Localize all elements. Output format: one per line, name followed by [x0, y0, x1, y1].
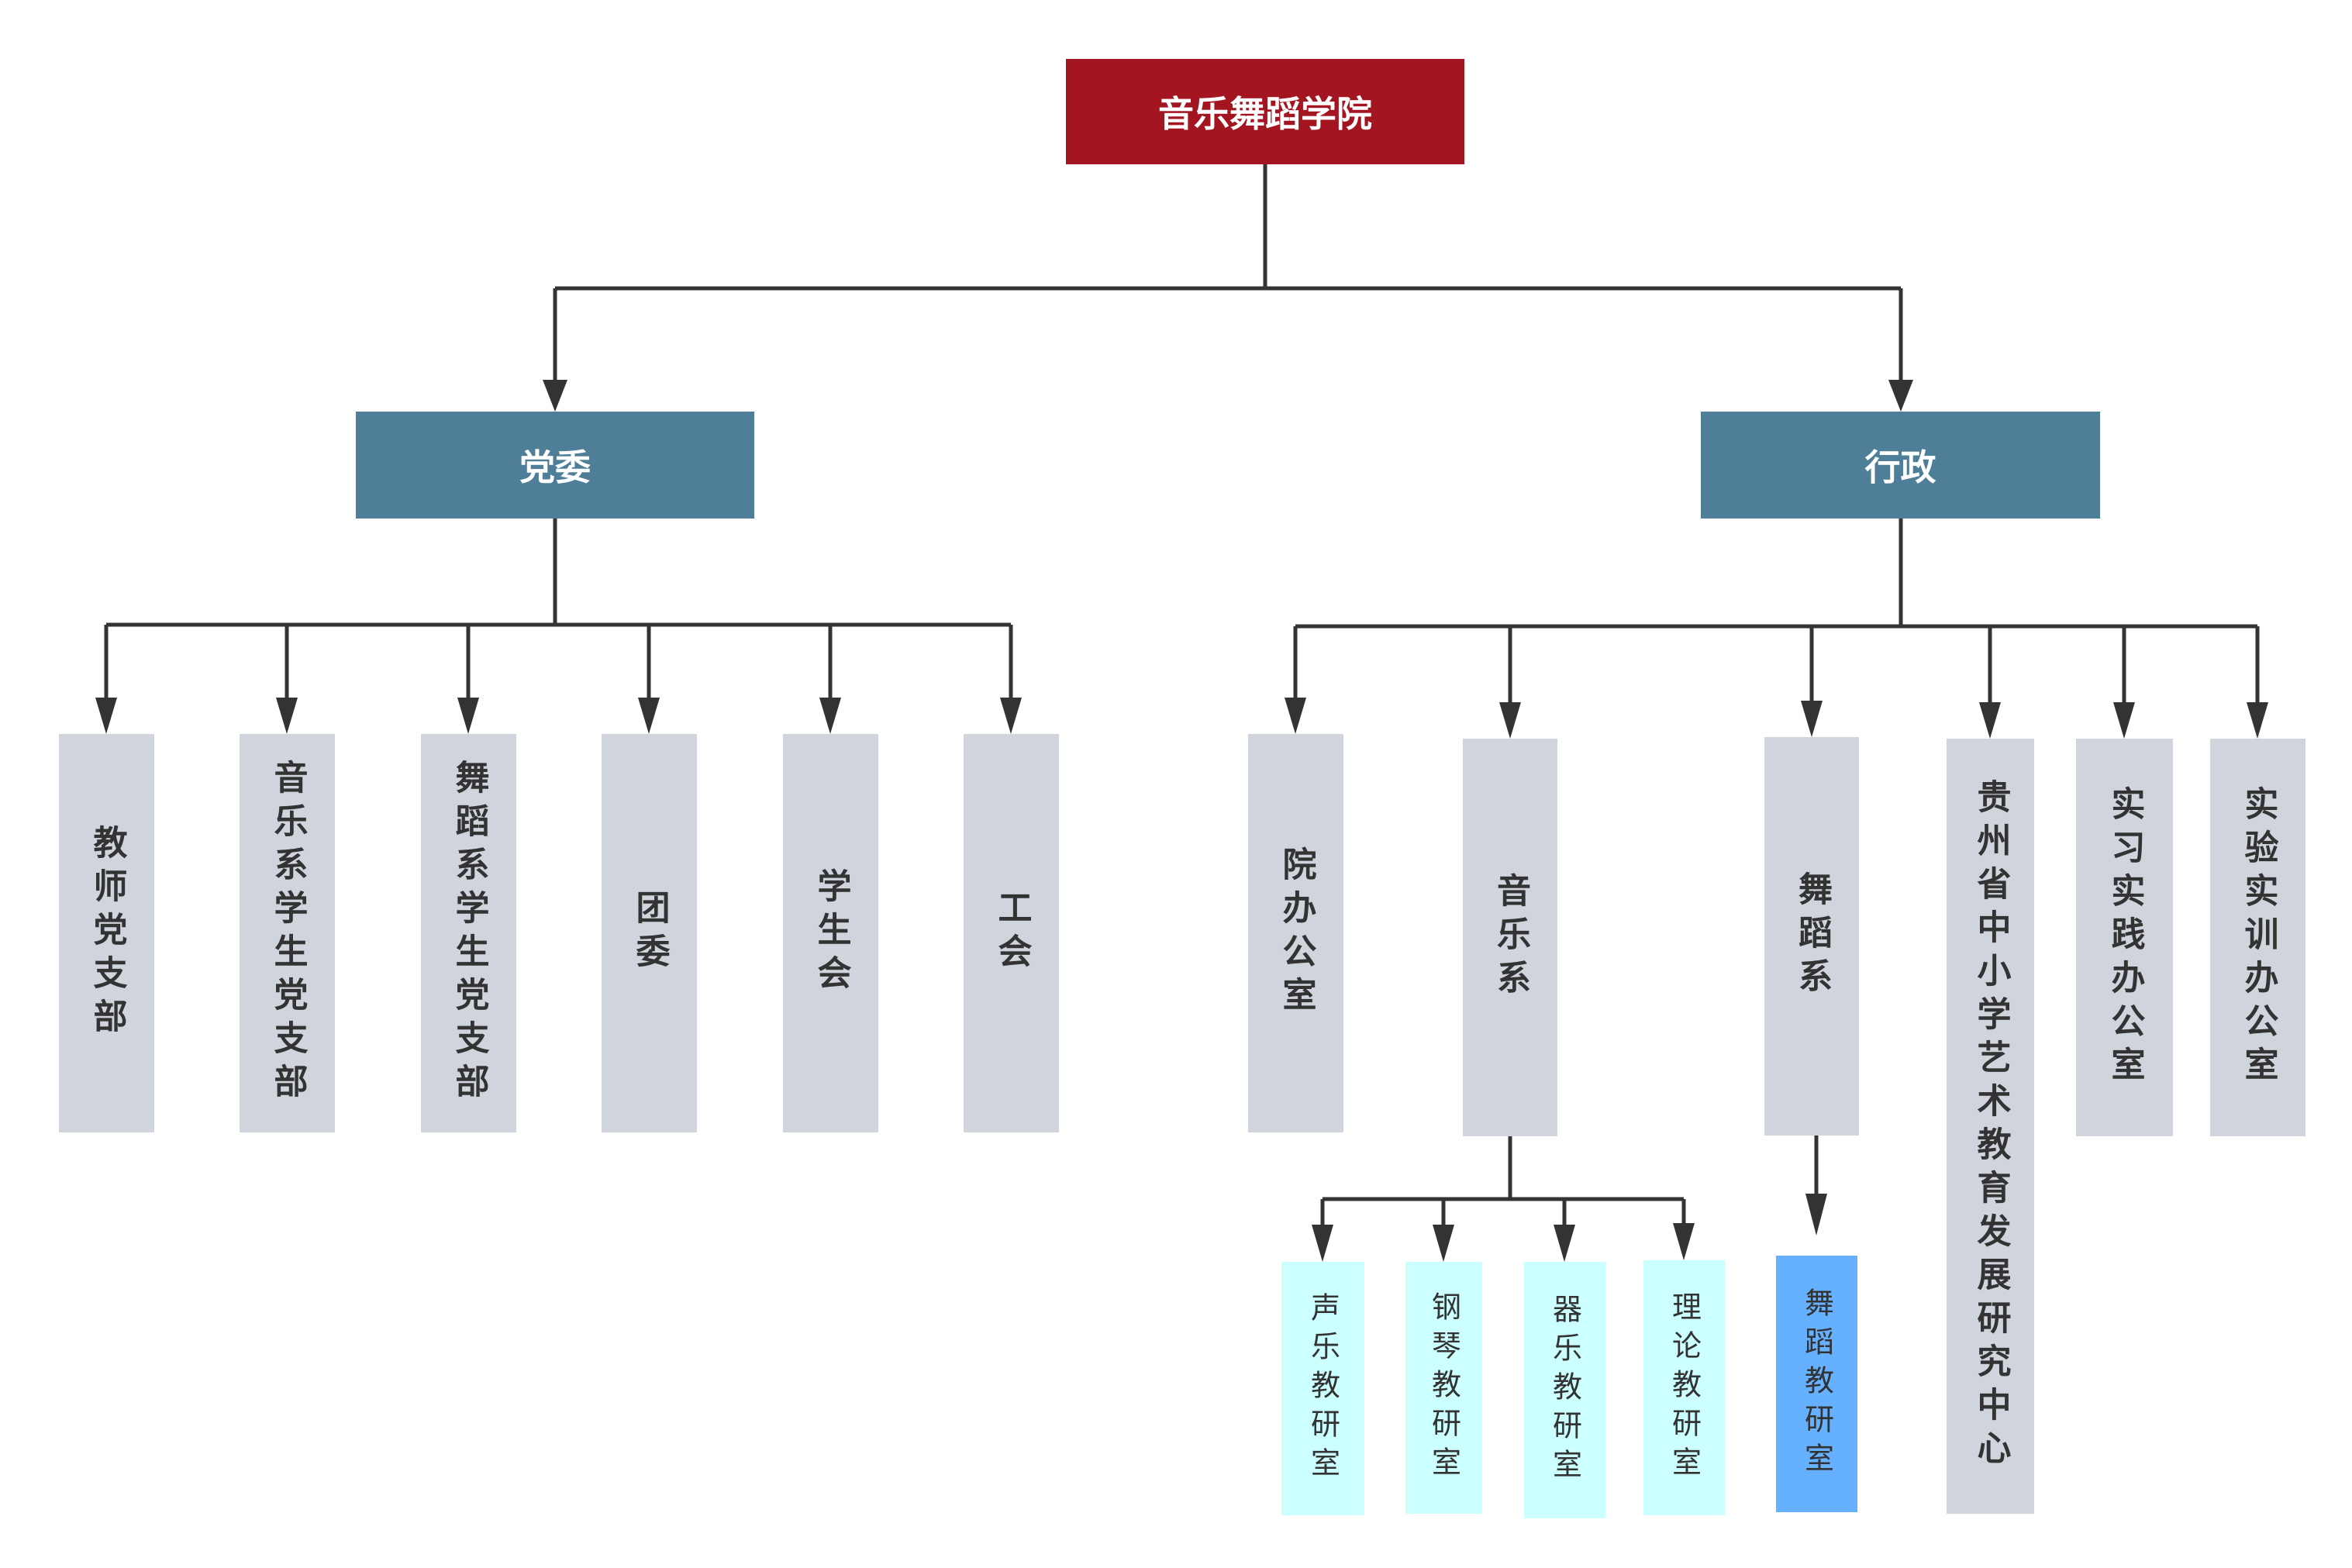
party-unit-node: 舞蹈系学生党支部 [421, 734, 516, 1132]
arrow-icon [1979, 702, 2001, 739]
party-unit-node: 团委 [602, 734, 697, 1132]
arrow-icon [1554, 1225, 1575, 1262]
music-office-node: 器乐教研室 [1524, 1262, 1605, 1518]
admin-unit-node: 实习实践办公室 [2076, 739, 2173, 1136]
admin-unit-label: 舞蹈系 [1792, 871, 1832, 1001]
arrow-icon [276, 698, 298, 734]
admin-unit-label: 院办公室 [1276, 846, 1316, 1020]
arrow-icon [2247, 702, 2268, 739]
party-unit-label: 工会 [991, 890, 1032, 977]
party-unit-label: 教师党支部 [87, 825, 127, 1042]
arrow-icon [638, 698, 660, 734]
arrow-icon [1312, 1225, 1333, 1262]
arrow-icon [1805, 1194, 1827, 1235]
party-unit-node: 教师党支部 [59, 734, 154, 1132]
admin-unit-node: 实验实训办公室 [2210, 739, 2305, 1136]
arrowheads [95, 380, 2268, 1262]
arrow-icon [95, 698, 117, 734]
admin-unit-node: 院办公室 [1248, 734, 1343, 1132]
music-office-label: 理论教研室 [1667, 1291, 1702, 1485]
dance-department-node: 舞蹈系 [1764, 737, 1859, 1136]
arrow-icon [1499, 702, 1521, 739]
admin-unit-label: 贵州省中小学艺术教育发展研究中心 [1971, 779, 2011, 1473]
arrow-icon [543, 380, 567, 412]
administration-node: 行政 [1701, 412, 2100, 519]
music-office-label: 钢琴教研室 [1426, 1291, 1461, 1485]
root-label: 音乐舞蹈学院 [1158, 93, 1372, 135]
music-office-label: 器乐教研室 [1547, 1293, 1582, 1487]
arrow-icon [457, 698, 479, 734]
admin-unit-label: 音乐系 [1491, 872, 1530, 1003]
admin-unit-label: 实习实践办公室 [2105, 785, 2145, 1090]
arrow-icon [1433, 1225, 1454, 1262]
arrow-icon [1673, 1223, 1695, 1260]
arrow-icon [1000, 698, 1022, 734]
root-node: 音乐舞蹈学院 [1066, 59, 1464, 164]
party-unit-label: 学生会 [811, 868, 851, 998]
party-committee-node: 党委 [356, 412, 754, 519]
administration-label: 行政 [1864, 446, 1936, 488]
arrow-icon [1801, 701, 1823, 737]
party-unit-label: 团委 [629, 890, 670, 977]
party-unit-node: 工会 [964, 734, 1059, 1132]
dance-office-label: 舞蹈教研室 [1799, 1287, 1834, 1481]
music-office-node: 钢琴教研室 [1405, 1262, 1482, 1514]
music-office-node: 理论教研室 [1643, 1260, 1725, 1515]
party-unit-label: 舞蹈系学生党支部 [449, 760, 489, 1107]
arrow-icon [819, 698, 841, 734]
music-office-label: 声乐教研室 [1305, 1291, 1340, 1486]
arrow-icon [1285, 698, 1306, 734]
party-committee-label: 党委 [519, 446, 591, 488]
research-center-node: 贵州省中小学艺术教育发展研究中心 [1947, 739, 2034, 1514]
admin-unit-label: 实验实训办公室 [2238, 785, 2278, 1090]
arrow-icon [1888, 380, 1913, 412]
party-unit-label: 音乐系学生党支部 [267, 760, 308, 1107]
dance-office-node: 舞蹈教研室 [1776, 1256, 1857, 1512]
party-unit-node: 音乐系学生党支部 [240, 734, 335, 1132]
arrow-icon [2113, 702, 2135, 739]
party-unit-node: 学生会 [783, 734, 878, 1132]
music-department-node: 音乐系 [1463, 739, 1557, 1136]
music-office-node: 声乐教研室 [1281, 1262, 1364, 1515]
